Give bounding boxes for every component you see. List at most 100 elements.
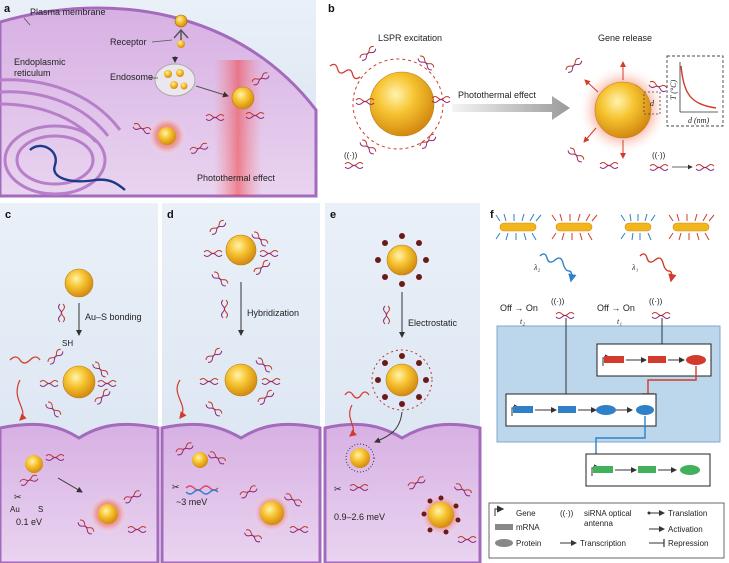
label-energy-d: ~3 meV: [176, 497, 207, 507]
legend-activation: Activation: [668, 525, 703, 534]
label-s: S: [38, 505, 43, 514]
legend-protein-icon: [495, 539, 513, 547]
label-endosome: Endosome: [110, 72, 153, 82]
label-t2: t₂: [520, 317, 525, 326]
laser-beam: [214, 60, 262, 196]
red-gene: [604, 356, 624, 363]
inset-x-label: d (nm): [688, 116, 709, 125]
ssdna-nanoparticle: [225, 234, 257, 266]
label-d: d: [650, 99, 655, 108]
internalized-nanoparticle-c: [25, 455, 43, 473]
panel-a: a Plasma membrane Endoplasmic reticulum …: [0, 0, 318, 198]
panel-letter-a: a: [4, 3, 11, 15]
panel-e: e Electrostatic ✂ 0.9–2.6: [323, 203, 482, 563]
gold-nanoparticle-release: [594, 81, 652, 139]
legend-mrna-icon: [495, 524, 513, 530]
label-off-on-1: Off → On: [597, 303, 635, 313]
panel-letter-f: f: [490, 209, 494, 221]
green-protein: [680, 465, 700, 475]
label-energy-c: 0.1 eV: [16, 517, 42, 527]
sirna-antenna-red-icon: ((·)): [649, 297, 663, 306]
charged-nanoparticle-top: [375, 233, 429, 287]
bare-nanoparticle: [64, 268, 94, 298]
process-arrow: [452, 96, 570, 120]
dna-double-helix-colored: [185, 485, 219, 495]
legend-sirna-2: antenna: [584, 519, 613, 528]
legend-antenna-icon: ((·)): [560, 509, 574, 518]
panel-c: c SH Au–S bonding ✂ Au S 0.1 eV: [0, 203, 160, 563]
dsdna-nanoparticle: [224, 363, 258, 397]
panel-letter-b: b: [328, 3, 335, 15]
label-off-on-2: Off → On: [500, 303, 538, 313]
red-protein: [686, 355, 706, 365]
heated-nanoparticle-c: [98, 504, 118, 524]
internalized-nanoparticle-e: [350, 448, 370, 468]
green-mrna: [638, 466, 656, 473]
legend-mrna: mRNA: [516, 523, 540, 532]
heated-nanoparticle-d: [260, 501, 284, 525]
label-gene-release: Gene release: [598, 33, 652, 43]
label-er-2: reticulum: [14, 68, 51, 78]
legend-gene: Gene: [516, 509, 536, 518]
label-receptor: Receptor: [110, 37, 147, 47]
gold-nanoparticle: [231, 86, 255, 110]
label-energy-e: 0.9–2.6 meV: [334, 512, 385, 522]
scissors-icon-d: ✂: [172, 482, 180, 492]
legend-sirna-1: siRNA optical: [584, 509, 632, 518]
gold-nanoparticle-lspr: [369, 71, 435, 137]
receptor-icon: [173, 14, 189, 48]
blue-protein-b: [636, 405, 654, 415]
green-gene: [593, 466, 613, 473]
label-sh: SH: [62, 339, 73, 348]
legend-protein: Protein: [516, 539, 541, 548]
dna-strand: [29, 144, 126, 191]
inset-y-label: T (°C): [669, 79, 678, 100]
nanorod-red-1: [551, 213, 598, 241]
legend: [488, 502, 725, 559]
label-hybridization: Hybridization: [247, 308, 299, 318]
antenna-symbol: ((·)): [652, 151, 666, 160]
label-lambda1: λ₁: [631, 263, 638, 272]
label-lspr: LSPR excitation: [378, 33, 442, 43]
label-photothermal-b: Photothermal effect: [458, 90, 536, 100]
red-mrna: [648, 356, 666, 363]
legend-repression: Repression: [668, 539, 708, 548]
legend-transcription: Transcription: [580, 539, 626, 548]
panel-letter-c: c: [5, 209, 11, 221]
nanorod-blue-1: [495, 213, 542, 241]
panel-f: f λ₂ λ₁ Off → On t₂ ((·)) Off → On t₁ ((…: [484, 203, 729, 563]
heated-nanoparticle-e: [421, 495, 461, 535]
temperature-inset: [666, 55, 724, 127]
nanorod-red-2: [668, 213, 715, 241]
label-plasma-membrane: Plasma membrane: [30, 7, 106, 17]
nanorod-blue-2: [620, 213, 656, 241]
blue-protein-a: [596, 405, 616, 415]
blue-mrna: [558, 406, 576, 413]
label-lambda2: λ₂: [533, 263, 540, 272]
label-t1: t₁: [617, 317, 622, 326]
panel-letter-e: e: [330, 209, 336, 221]
label-er-1: Endoplasmic: [14, 57, 66, 67]
label-electrostatic: Electrostatic: [408, 318, 458, 328]
blue-gene: [513, 406, 533, 413]
label-au: Au: [10, 505, 20, 514]
sirna-antenna-icon: ((·)): [344, 151, 358, 160]
panel-d: d Hybridization ✂ ~3 meV: [160, 203, 322, 563]
endosome-icon: [154, 63, 196, 97]
decay-curve: [680, 65, 717, 109]
functionalized-nanoparticle-c: [62, 365, 96, 399]
label-photothermal-a: Photothermal effect: [197, 173, 275, 183]
legend-translation: Translation: [668, 509, 707, 518]
panel-letter-d: d: [167, 209, 174, 221]
charged-nanoparticle-complex: [371, 349, 433, 411]
lspr-field: [352, 58, 444, 150]
sirna-antenna-blue-icon: ((·)): [551, 297, 565, 306]
scissors-icon: ✂: [14, 492, 22, 502]
legend-gene-icon: [494, 505, 505, 516]
scissors-icon-e: ✂: [334, 484, 342, 494]
panel-b: b LSPR excitation Gene release ((·)) Pho…: [320, 0, 729, 196]
label-au-s-bonding: Au–S bonding: [85, 312, 142, 322]
er-membranes: [0, 78, 122, 196]
internalized-nanoparticle-d: [192, 452, 208, 468]
